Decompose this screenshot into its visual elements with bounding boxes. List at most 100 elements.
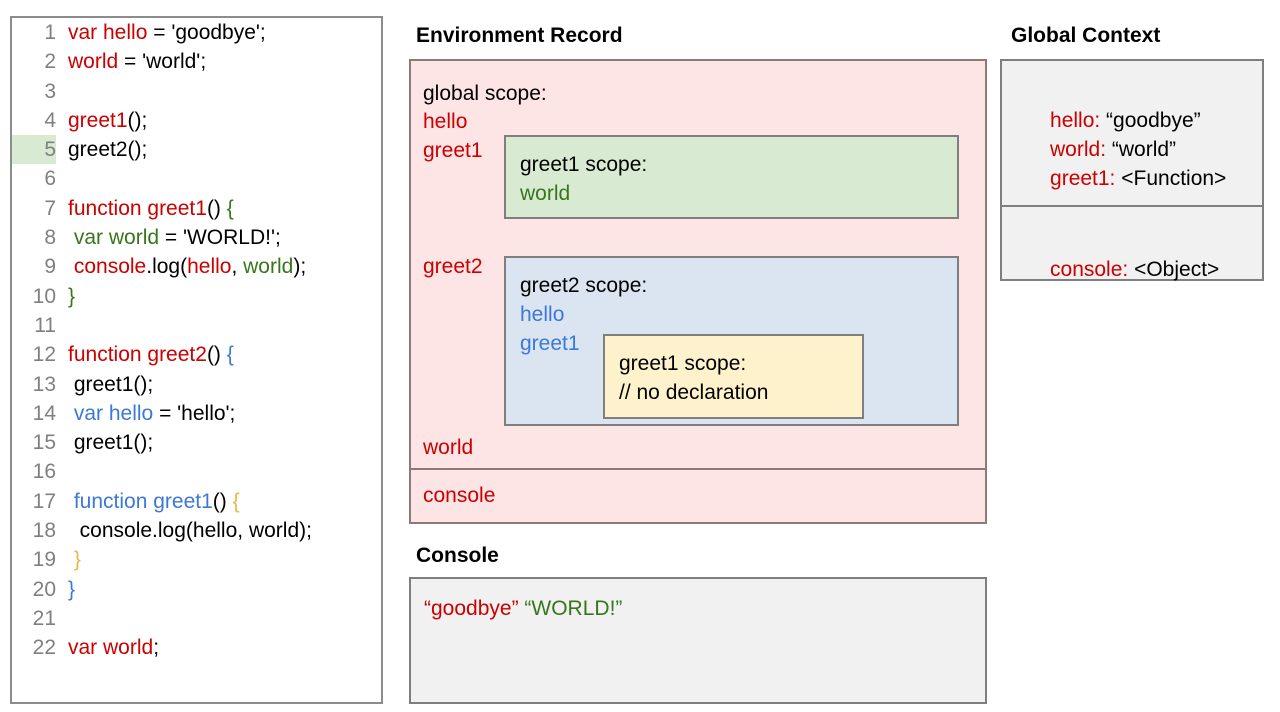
code-token: greet1 [68, 108, 128, 132]
global-binding-console: console [423, 484, 496, 507]
global-context-box: hello: “goodbye” world: “world” greet1: … [1000, 59, 1264, 281]
code-line[interactable]: 8 var world = 'WORLD!'; [12, 223, 381, 252]
code-token: var world [73, 226, 160, 250]
code-line-text: world = 'world'; [56, 47, 206, 76]
code-token: = 'goodbye'; [147, 21, 266, 44]
code-line-number: 19 [32, 548, 56, 572]
global-scope-region: global scope: hello greet1 greet2 world … [411, 61, 985, 470]
code-line-number: 11 [34, 313, 56, 337]
code-line-number: 8 [44, 226, 56, 250]
code-token: = 'hello'; [153, 401, 236, 425]
greet2-scope-header: greet2 scope: [520, 274, 648, 297]
console-output-line: “goodbye” “WORLD!” [424, 595, 622, 623]
code-line-number: 5 [12, 135, 56, 165]
environment-record-box: global scope: hello greet1 greet2 world … [409, 59, 987, 524]
greet2-binding-hello: hello [520, 303, 565, 326]
code-line[interactable]: 16 [12, 457, 381, 486]
code-line[interactable]: 6 [12, 164, 381, 193]
global-context-entry-key: hello: [1050, 109, 1101, 132]
code-token: var hello [68, 21, 148, 44]
code-token: = 'world'; [118, 50, 207, 74]
code-token: function greet1 [68, 196, 207, 220]
code-line-number: 14 [32, 401, 56, 425]
code-token: () [212, 489, 233, 513]
code-line-text: greet1(); [56, 370, 153, 399]
code-line-number: 20 [32, 577, 56, 601]
code-token: { [226, 343, 234, 367]
code-token: greet1(); [68, 372, 154, 396]
code-line-number: 2 [44, 50, 56, 74]
code-line-text: var world; [56, 633, 159, 662]
code-token: () [206, 343, 227, 367]
code-token: () [206, 196, 227, 220]
code-line-number: 21 [32, 606, 56, 630]
code-line[interactable]: 3 [12, 77, 381, 106]
greet1-nested-scope-box: greet1 scope: // no declaration [603, 334, 864, 419]
code-line[interactable]: 21 [12, 604, 381, 633]
code-line[interactable]: 10} [12, 282, 381, 311]
code-line-text: function greet2() { [56, 340, 234, 369]
code-line-text: var hello = 'hello'; [56, 399, 236, 428]
code-token: } [68, 577, 76, 601]
global-context-entry: world: “world” [1015, 108, 1176, 192]
code-line[interactable]: 18 console.log(hello, world); [12, 516, 381, 545]
code-line[interactable]: 15 greet1(); [12, 428, 381, 457]
code-line[interactable]: 20} [12, 575, 381, 604]
code-token: { [232, 489, 240, 513]
code-token: var hello [73, 401, 154, 425]
code-token: world [243, 255, 294, 279]
code-line-number: 13 [32, 372, 56, 396]
code-line-number: 6 [44, 167, 56, 191]
global-context-variables-region: hello: “goodbye” world: “world” greet1: … [1002, 61, 1262, 207]
code-line-number: 18 [32, 519, 56, 543]
global-context-entry-value: <Object> [1128, 258, 1220, 281]
console-box: “goodbye” “WORLD!” [409, 577, 987, 704]
code-token: greet1(); [68, 431, 154, 455]
global-binding-world: world [423, 436, 474, 459]
code-line-number: 22 [32, 636, 56, 660]
code-token: world [68, 50, 119, 74]
code-line[interactable]: 14 var hello = 'hello'; [12, 399, 381, 428]
code-token: = 'WORLD!'; [159, 226, 281, 250]
global-context-object-region: console: <Object> [1002, 207, 1262, 281]
code-line-number: 12 [32, 343, 56, 367]
code-token: .log( [146, 255, 188, 279]
code-line[interactable]: 13 greet1(); [12, 370, 381, 399]
global-context-entry: hello: “goodbye” [1015, 79, 1201, 163]
code-line-text: } [56, 545, 81, 574]
code-line[interactable]: 9 console.log(hello, world); [12, 252, 381, 281]
code-line[interactable]: 19 } [12, 545, 381, 574]
global-binding-greet1: greet1 [423, 139, 483, 162]
code-token: (); [127, 108, 148, 132]
global-binding-hello: hello [423, 110, 468, 133]
code-line-text: function greet1() { [56, 194, 234, 223]
code-line-number: 17 [32, 489, 56, 513]
greet2-binding-greet1: greet1 [520, 332, 580, 355]
code-line-number: 3 [44, 79, 56, 103]
code-token: function greet1 [73, 489, 213, 513]
global-context-entry-value: “world” [1106, 138, 1177, 161]
code-line-text: greet1(); [56, 106, 147, 135]
code-line-text: function greet1() { [56, 487, 240, 516]
code-line-number: 9 [44, 255, 56, 279]
greet1-scope-box: greet1 scope: world [504, 135, 959, 219]
code-line-number: 10 [32, 284, 56, 308]
code-line-number: 1 [44, 21, 56, 44]
global-context-entry-key: world: [1050, 138, 1107, 161]
code-line-text: console.log(hello, world); [56, 516, 312, 545]
global-console-region: console [411, 470, 985, 522]
global-context-entry-value: “goodbye” [1100, 109, 1201, 132]
code-line[interactable]: 17 function greet1() { [12, 487, 381, 516]
code-line[interactable]: 1 var hello = 'goodbye'; [12, 18, 381, 47]
code-token: console [73, 255, 147, 279]
global-context-title: Global Context [1011, 24, 1161, 47]
greet1-scope-header: greet1 scope: [520, 153, 648, 176]
code-line[interactable]: 11 [12, 311, 381, 340]
